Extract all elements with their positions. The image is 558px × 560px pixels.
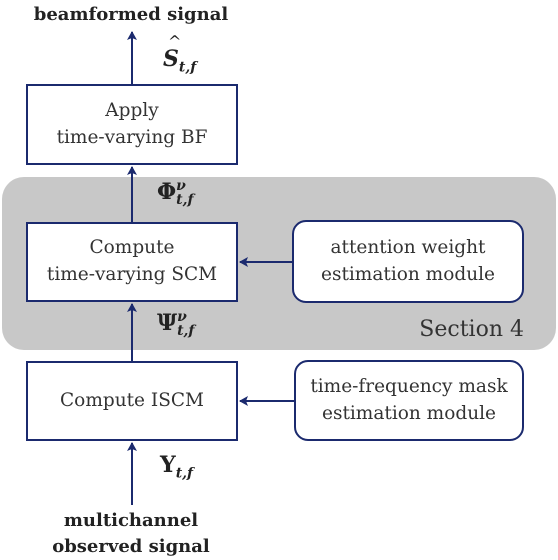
apply-bf-line1: Apply [105, 99, 159, 121]
psi-base: Ψ [157, 310, 178, 336]
observed-signal-line1: multichannel [63, 510, 199, 531]
compute-scm-line1: Compute [89, 237, 175, 259]
psi-sub: t,f [177, 323, 195, 339]
y-symbol: Yt,f [160, 452, 193, 481]
observed-signal-label: multichannel observed signal [1, 508, 261, 560]
compute-scm-box: Compute time-varying SCM [26, 222, 238, 302]
y-sub: t,f [175, 465, 194, 482]
tf-mask-module-box: time-frequency mask estimation module [294, 360, 524, 441]
psi-sup: ν [177, 309, 187, 325]
attention-line1: attention weight [330, 236, 486, 258]
s-hat-base: S [163, 46, 179, 72]
attention-line2: estimation module [321, 263, 495, 285]
s-hat-symbol: ^ S t,f [163, 32, 197, 76]
apply-bf-line2: time-varying BF [56, 126, 208, 148]
phi-base: Φ [157, 179, 177, 205]
beamformed-signal-label: beamformed signal [33, 4, 229, 25]
compute-iscm-line1: Compute ISCM [60, 389, 204, 411]
section-4-label: Section 4 [419, 317, 524, 342]
compute-iscm-box: Compute ISCM [26, 361, 238, 441]
observed-signal-line2: observed signal [52, 536, 210, 558]
phi-sub: t,f [176, 192, 194, 208]
phi-sup: ν [176, 178, 186, 194]
s-hat-sub: t,f [178, 59, 197, 76]
y-base: Y [160, 452, 176, 478]
compute-scm-line2: time-varying SCM [46, 264, 218, 285]
tf-mask-line1: time-frequency mask [310, 375, 508, 397]
apply-bf-box: Apply time-varying BF [26, 84, 238, 165]
attention-module-box: attention weight estimation module [292, 220, 524, 303]
tf-mask-line2: estimation module [322, 402, 496, 424]
